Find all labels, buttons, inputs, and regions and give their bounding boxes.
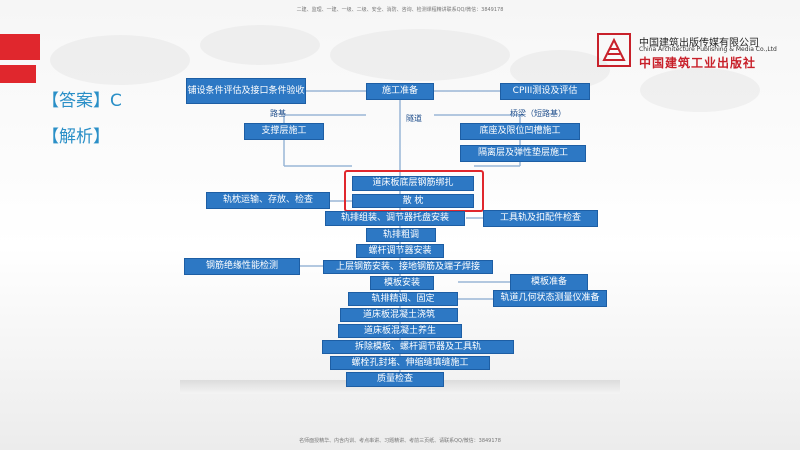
footer-contact-text: 名师面授精华、内含内训、考点串讲、习题精讲、考前三页纸、请联系QQ/微信：384… — [299, 438, 501, 444]
step-rebar-insulation: 钢筋绝缘性能检测 — [184, 258, 300, 275]
publisher-en-name: China Architecture Publishing & Media Co… — [639, 46, 777, 53]
step-cpiii-survey: CPIII测设及评估 — [500, 83, 590, 100]
branch-label-tunnel: 隧道 — [406, 114, 422, 123]
stage-floor — [180, 380, 620, 394]
step-rebar-binding: 道床板底层钢筋绑扎 — [352, 176, 474, 191]
step-sleeper-spread: 散 枕 — [352, 194, 474, 208]
step-formwork-install: 模板安装 — [370, 276, 434, 290]
step-fine-adjust: 轨排精调、固定 — [348, 292, 458, 306]
highlight-frame — [344, 170, 484, 212]
construction-flowchart: 铺设条件评估及接口条件验收 施工准备 CPIII测设及评估 路基 隧道 桥梁（短… — [180, 70, 620, 400]
step-formwork-prep: 模板准备 — [510, 274, 588, 291]
publisher-brand: 中国建筑工业出版社 — [639, 56, 757, 70]
step-bolt-seal: 螺栓孔封堵、伸缩缝填缝施工 — [330, 356, 490, 370]
step-rail-assembly: 轨排组装、调节器托盘安装 — [325, 211, 465, 226]
publisher-logo: 中国建筑出版传媒有限公司 China Architecture Publishi… — [596, 32, 796, 72]
answer-text: 【答案】C — [42, 91, 122, 111]
step-sleeper-transport: 轨枕运输、存放、检查 — [206, 192, 330, 209]
step-concrete-pour: 道床板混凝土浇筑 — [340, 308, 458, 322]
branch-label-subgrade: 路基 — [270, 109, 286, 118]
step-rough-adjust: 轨排粗调 — [366, 228, 436, 242]
step-tool-rail-check: 工具轨及扣配件检查 — [483, 210, 598, 227]
red-accent-bar — [0, 65, 36, 83]
step-construction-prep: 施工准备 — [366, 83, 434, 100]
step-geometry-instrument: 轨道几何状态测量仪准备 — [493, 290, 607, 307]
step-dismantle: 拆除模板、螺杆调节器及工具轨 — [322, 340, 514, 354]
step-bolt-adjuster: 螺杆调节器安装 — [356, 244, 444, 258]
step-upper-rebar: 上层钢筋安装、接地钢筋及端子焊接 — [323, 260, 493, 274]
step-concrete-cure: 道床板混凝土养生 — [338, 324, 462, 338]
publisher-logo-icon — [597, 33, 631, 67]
branch-label-bridge: 桥梁（短路基） — [510, 109, 566, 118]
step-quality-check: 质量检查 — [346, 372, 444, 387]
publisher-cn-name: 中国建筑出版传媒有限公司 — [639, 38, 759, 49]
step-support-layer: 支撑层施工 — [244, 123, 324, 140]
step-isolation-layer: 隔离层及弹性垫层施工 — [460, 145, 586, 162]
analysis-text: 【解析】 — [42, 127, 110, 147]
step-base-groove: 底座及限位凹槽施工 — [460, 123, 580, 140]
step-pre-check: 铺设条件评估及接口条件验收 — [186, 78, 306, 104]
header-contact-text: 二建、监理、一建、一级、二级、安全、消防、咨询、检测课程精讲联系QQ/微信：38… — [296, 7, 504, 13]
red-accent-bar — [0, 34, 40, 60]
